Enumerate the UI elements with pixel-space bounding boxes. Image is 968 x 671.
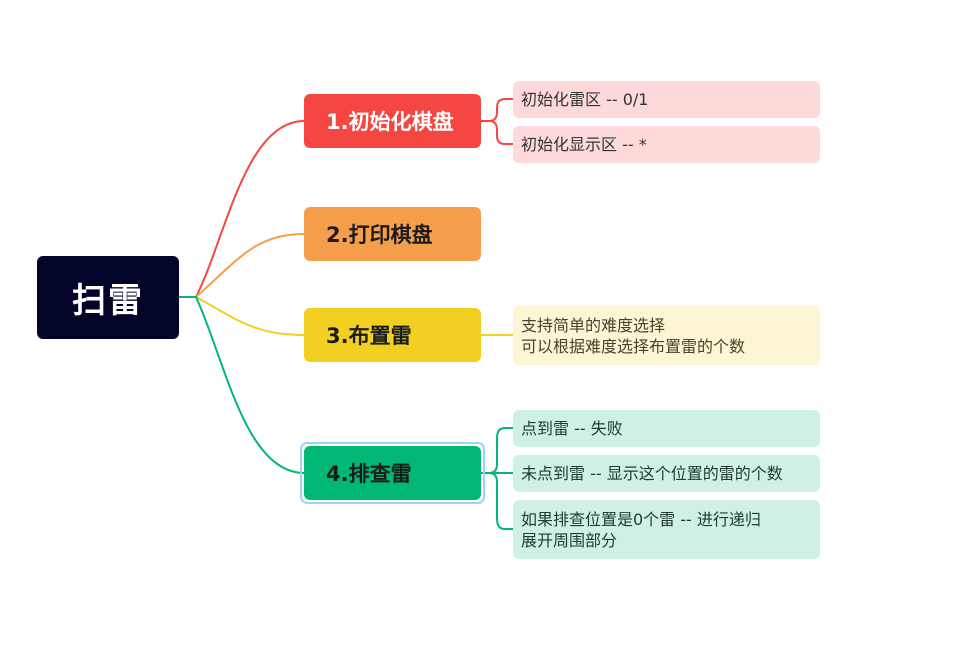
leaf-node-4-3[interactable]: 如果排查位置是0个雷 -- 进行递归 展开周围部分 — [513, 500, 820, 559]
branch-label-1: 1.初始化棋盘 — [326, 110, 454, 134]
root-node[interactable]: 扫雷 — [37, 256, 179, 339]
connector-branch-1-leaf-2 — [488, 120, 513, 145]
leaf-node-4-1[interactable]: 点到雷 -- 失败 — [513, 410, 820, 447]
connector-root-branch-1 — [179, 120, 305, 298]
branch-node-2[interactable]: 2.打印棋盘 — [304, 207, 481, 261]
branch-node-1[interactable]: 1.初始化棋盘 — [304, 94, 481, 148]
leaf-text: 初始化雷区 -- 0/1 — [521, 90, 649, 109]
connector-branch-1-leaf-1 — [481, 98, 513, 122]
branch-node-4[interactable]: 4.排查雷 — [304, 446, 481, 500]
branch-node-3[interactable]: 3.布置雷 — [304, 308, 481, 362]
branch-label-2: 2.打印棋盘 — [326, 223, 433, 247]
branch-label-4: 4.排查雷 — [326, 462, 412, 486]
connector-root-branch-4 — [179, 296, 305, 474]
leaf-text: 未点到雷 -- 显示这个位置的雷的个数 — [521, 464, 783, 483]
leaf-text: 支持简单的难度选择 — [521, 315, 666, 335]
connector-root-branch-2 — [179, 233, 305, 298]
leaf-text: 点到雷 -- 失败 — [521, 419, 623, 438]
leaf-text: 如果排查位置是0个雷 -- 进行递归 — [521, 509, 761, 529]
leaf-text: 展开周围部分 — [521, 530, 618, 550]
branch-label-3: 3.布置雷 — [326, 324, 412, 348]
selection-outline — [300, 442, 485, 504]
root-label: 扫雷 — [72, 281, 144, 321]
leaf-node-4-2[interactable]: 未点到雷 -- 显示这个位置的雷的个数 — [513, 455, 820, 492]
connector-branch-4-leaf-1 — [481, 427, 513, 474]
leaf-node-3-1[interactable]: 支持简单的难度选择 可以根据难度选择布置雷的个数 — [513, 306, 820, 365]
connector-branch-4-leaf-3 — [488, 472, 513, 530]
leaf-text: 初始化显示区 -- * — [521, 135, 647, 154]
leaf-node-1-2[interactable]: 初始化显示区 -- * — [513, 126, 820, 163]
leaf-node-1-1[interactable]: 初始化雷区 -- 0/1 — [513, 81, 820, 118]
connector-root-branch-3 — [179, 296, 305, 336]
leaf-text: 可以根据难度选择布置雷的个数 — [521, 336, 746, 356]
